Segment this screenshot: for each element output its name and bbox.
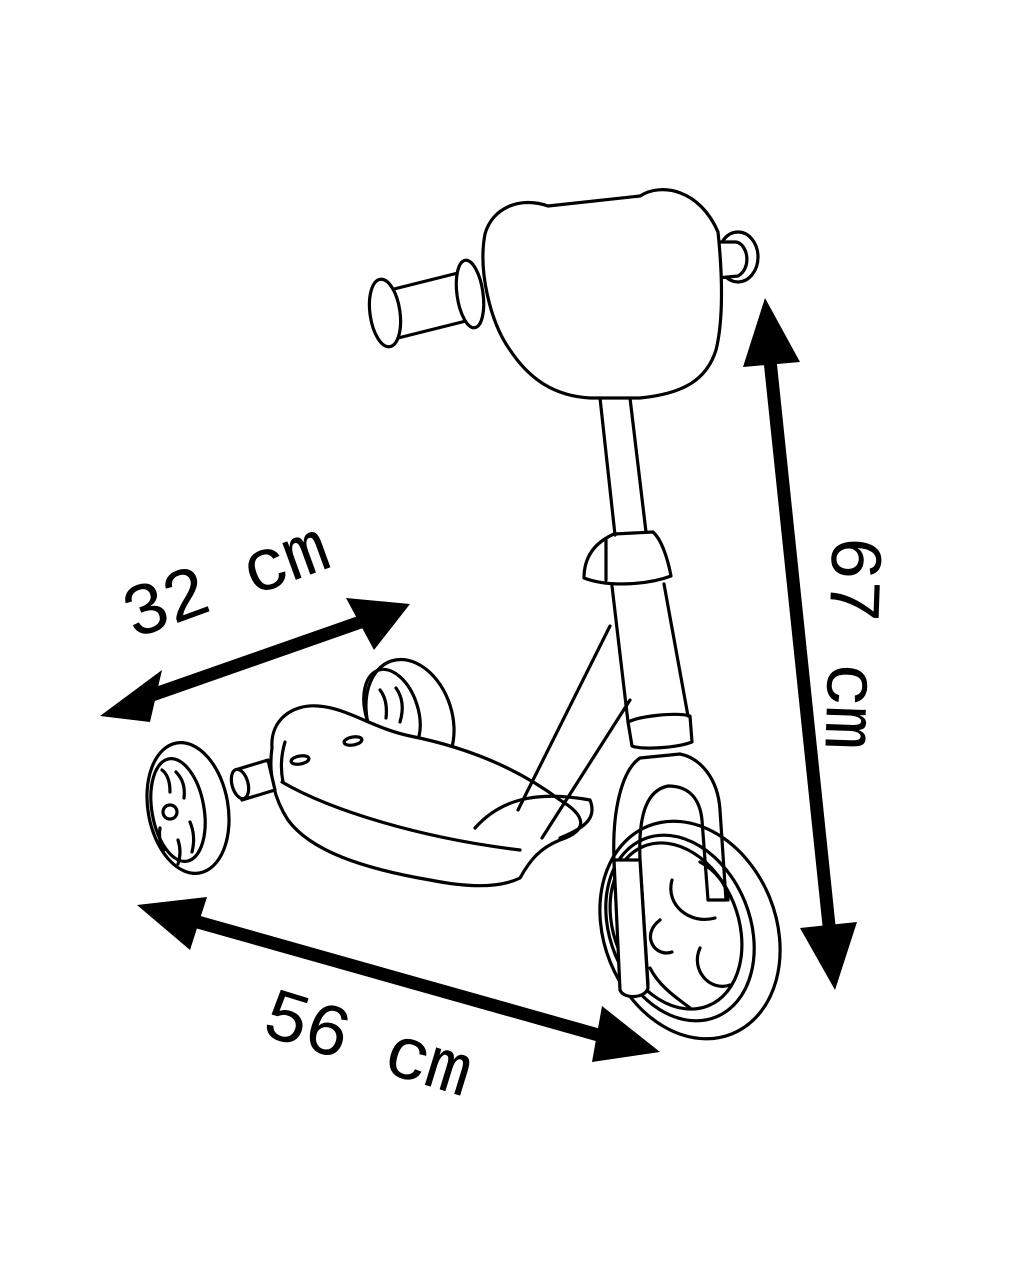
width-dimension-arrow — [100, 598, 410, 722]
left-handle-grip — [367, 258, 486, 349]
front-wheel — [598, 819, 782, 1041]
length-dimension-arrow — [137, 897, 660, 1062]
upper-stem — [598, 396, 648, 537]
height-dimension-arrow — [743, 298, 857, 990]
lower-stem — [610, 582, 690, 724]
frame-tube — [516, 624, 632, 840]
scooter-drawing — [145, 188, 782, 1041]
stem-clamp — [582, 530, 673, 586]
right-handle-grip — [713, 230, 760, 284]
deck — [269, 704, 594, 888]
rear-axle — [229, 758, 277, 802]
rear-left-wheel — [145, 741, 231, 875]
stem-collar — [626, 712, 694, 750]
handlebar-head — [481, 188, 724, 400]
height-dimension-label: 67 cm — [802, 534, 894, 750]
